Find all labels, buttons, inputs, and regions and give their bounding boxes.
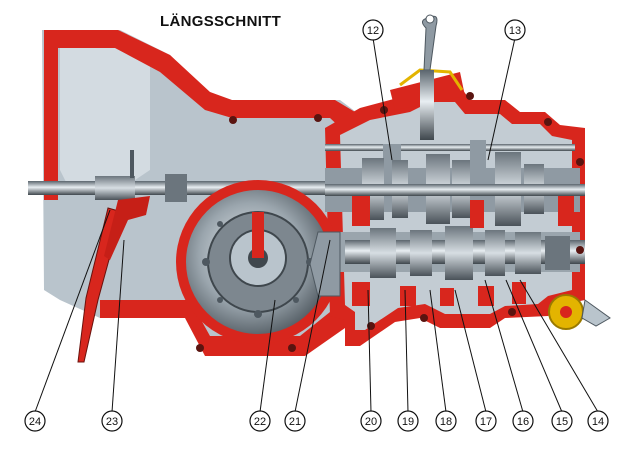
callout-20: 20 — [360, 410, 382, 432]
housing-bolts — [196, 92, 584, 352]
callout-24-label: 24 — [29, 416, 41, 428]
callout-18: 18 — [435, 410, 457, 432]
input-shaft-splines — [165, 174, 187, 202]
callout-16-label: 16 — [517, 416, 529, 428]
callout-12: 12 — [362, 19, 384, 41]
callout-13-label: 13 — [509, 25, 521, 37]
input-shaft-collar — [95, 176, 135, 200]
callout-20-label: 20 — [365, 416, 377, 428]
selector-rail — [325, 144, 575, 151]
rear-mount-core — [560, 306, 572, 318]
callout-23-label: 23 — [106, 416, 118, 428]
callout-leaders — [34, 37, 599, 413]
callout-14: 14 — [587, 410, 609, 432]
release-pin — [130, 150, 134, 178]
shift-boot-brass — [399, 68, 464, 91]
callout-19-label: 19 — [402, 416, 414, 428]
release-fork — [104, 196, 150, 260]
callout-13: 13 — [504, 19, 526, 41]
housing-outline-front — [44, 30, 360, 200]
callout-16: 16 — [512, 410, 534, 432]
differential-spindle — [252, 212, 264, 258]
callout-14-label: 14 — [592, 416, 604, 428]
callout-24: 24 — [24, 410, 46, 432]
diagram-title: LÄNGSSCHNITT — [160, 13, 282, 30]
housing-lower-red — [100, 300, 345, 356]
callout-18-label: 18 — [440, 416, 452, 428]
callout-21: 21 — [284, 410, 306, 432]
callout-17: 17 — [475, 410, 497, 432]
selector-fork-b — [470, 140, 486, 174]
shift-rod — [420, 70, 434, 140]
input-shaft — [28, 181, 358, 195]
shift-lever-knob-hole — [425, 14, 435, 24]
lower-gear-cluster — [340, 226, 585, 280]
rear-mount-bracket — [581, 299, 611, 327]
callout-21-label: 21 — [289, 416, 301, 428]
callout-17-label: 17 — [480, 416, 492, 428]
shift-lever — [422, 15, 438, 71]
callout-15-label: 15 — [556, 416, 568, 428]
bearings — [352, 196, 574, 306]
callout-15: 15 — [551, 410, 573, 432]
callout-23: 23 — [101, 410, 123, 432]
callout-19: 19 — [397, 410, 419, 432]
callout-12-label: 12 — [367, 25, 379, 37]
bellhousing-highlight — [60, 40, 150, 190]
callout-22-label: 22 — [254, 416, 266, 428]
callout-22: 22 — [249, 410, 271, 432]
